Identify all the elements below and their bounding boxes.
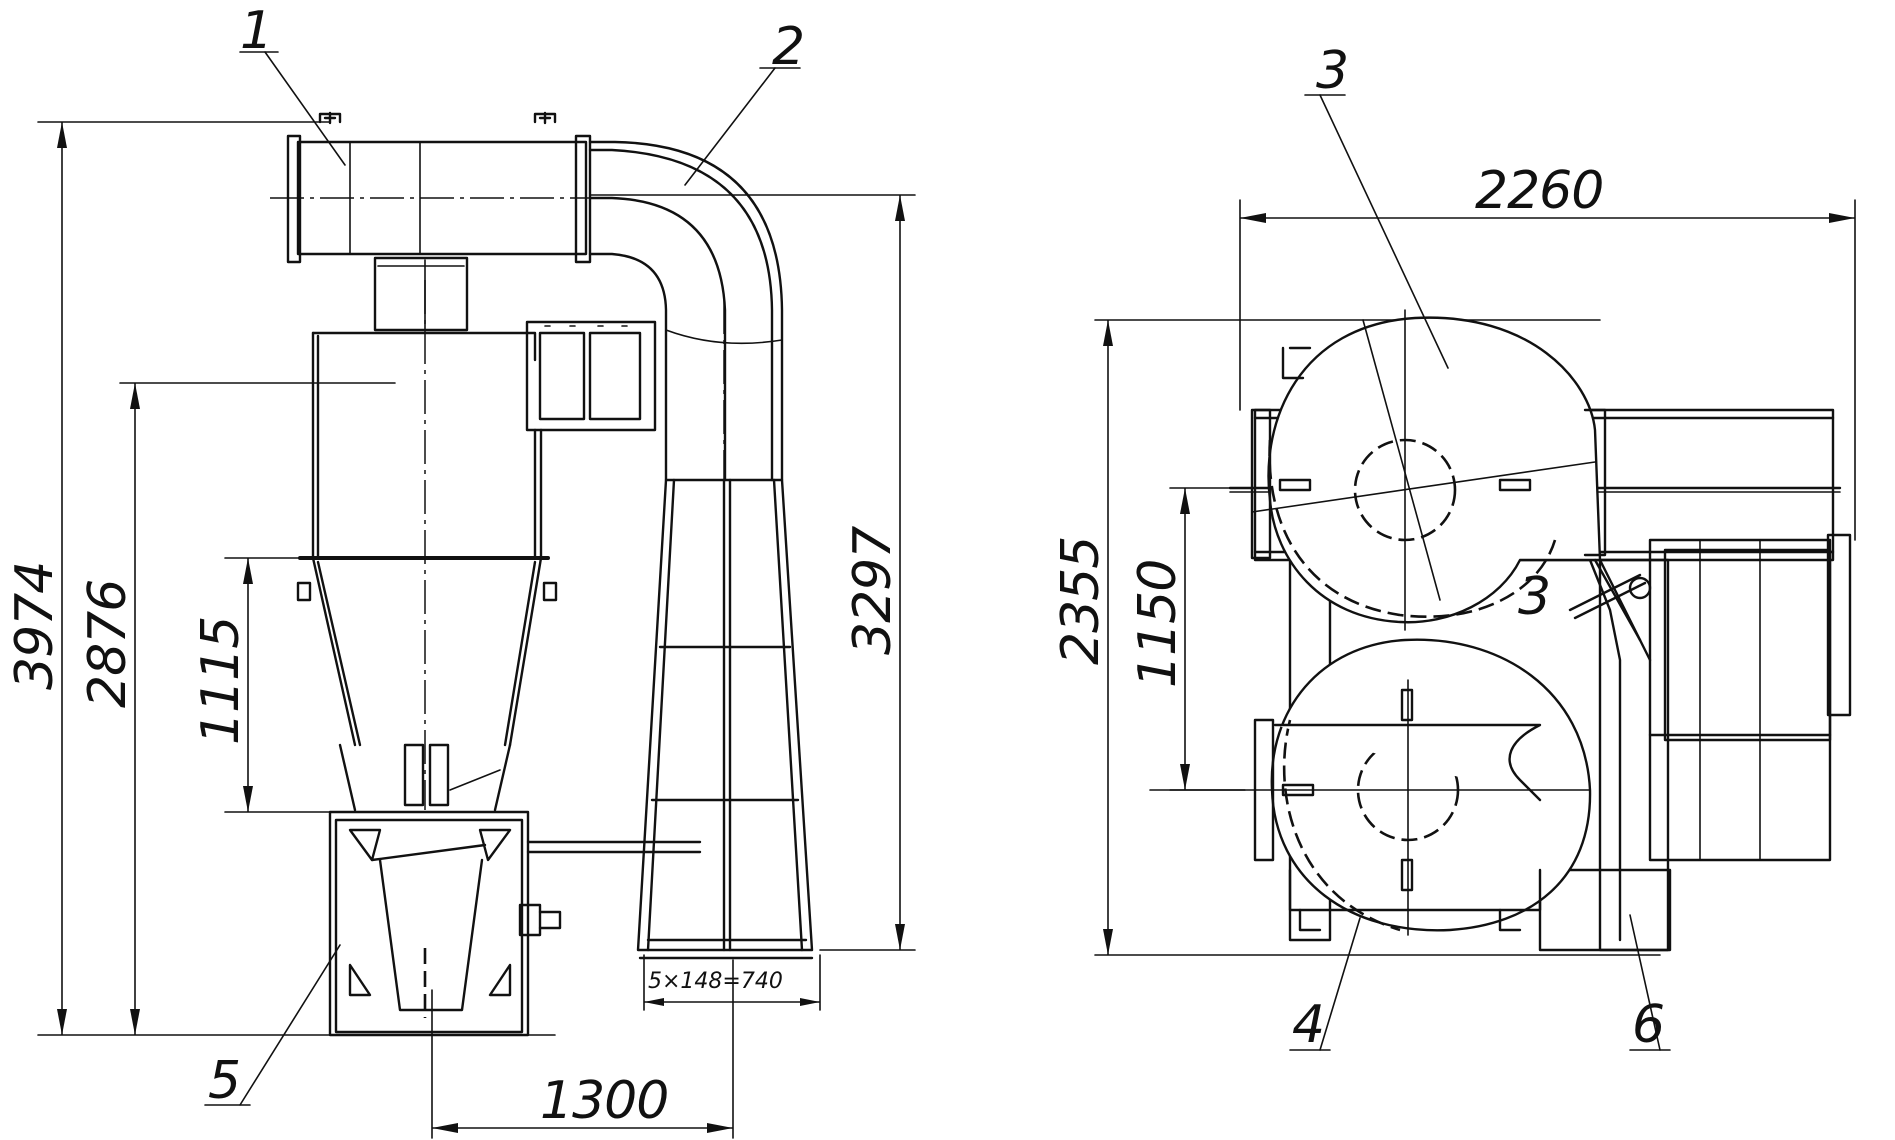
- dim-label-1150: 1150: [1128, 560, 1188, 688]
- dim-3297: 3297: [843, 195, 905, 950]
- dim-1115: 1115: [191, 558, 253, 812]
- dim-label-740: 5×148=740: [648, 969, 783, 994]
- callout-1-label: 1: [240, 1, 273, 61]
- dim-label-2876: 2876: [78, 580, 138, 708]
- callout-3b: 3: [1518, 559, 1561, 627]
- dim-label-2355: 2355: [1051, 537, 1111, 665]
- dim-1300: 1300: [432, 1071, 733, 1133]
- plan-view: 2260 2355 1150: [1051, 41, 1856, 1055]
- curved-duct: [588, 140, 784, 482]
- dim-label-2260: 2260: [1475, 161, 1603, 221]
- dim-740: 5×148=740: [643, 954, 821, 1011]
- dim-label-1300: 1300: [540, 1071, 668, 1131]
- plan-side-box: [1588, 533, 1852, 942]
- callout-3a: 3: [1304, 41, 1449, 369]
- cyclone-cone: [296, 556, 558, 812]
- callout-5-label: 5: [208, 1051, 241, 1111]
- cyclone-body: [298, 280, 657, 810]
- inlet-pipe: [270, 111, 600, 264]
- callout-1: 1: [239, 1, 346, 166]
- callout-5: 5: [204, 944, 341, 1111]
- dim-3974: 3974: [5, 122, 67, 1035]
- callout-4-label: 4: [1292, 995, 1325, 1055]
- dim-label-1115: 1115: [191, 617, 251, 745]
- fan-upper: [1250, 309, 1642, 642]
- callout-3a-label: 3: [1316, 41, 1349, 101]
- cyclone-neck: [373, 256, 469, 332]
- dim-1150: 1150: [1128, 488, 1190, 790]
- dim-2355: 2355: [1051, 320, 1113, 955]
- support-frame: [636, 478, 814, 960]
- dim-label-3297: 3297: [843, 526, 903, 655]
- hopper-base: [328, 810, 702, 1037]
- fan-lower: [1149, 638, 1592, 936]
- callout-3b-label: 3: [1518, 567, 1551, 627]
- dim-label-3974: 3974: [5, 562, 65, 690]
- dim-2260: 2260: [1240, 161, 1855, 223]
- callout-2-label: 2: [772, 17, 805, 77]
- callout-6: 6: [1629, 914, 1671, 1055]
- callout-6-label: 6: [1632, 995, 1665, 1055]
- callout-2: 2: [684, 17, 805, 186]
- dim-2876: 2876: [78, 383, 140, 1035]
- plan-axle: [1568, 573, 1652, 620]
- callout-4: 4: [1289, 917, 1361, 1055]
- side-view: 3974 2876 1115 3297 1300: [5, 1, 916, 1139]
